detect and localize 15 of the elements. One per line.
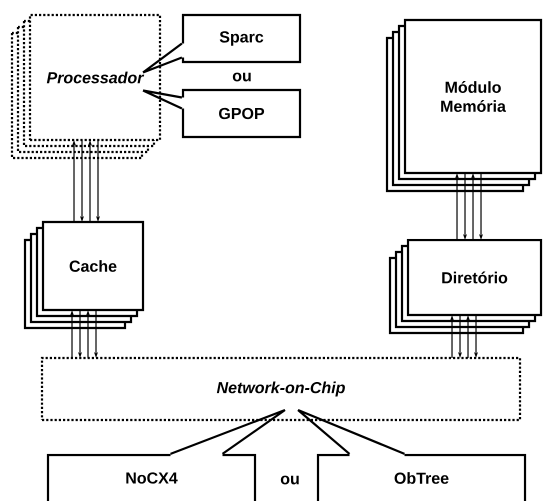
- stacked-box: Processador: [10, 14, 162, 160]
- callout-box: GPOP: [182, 88, 302, 138]
- callout-box: ObTree: [316, 454, 526, 501]
- connector-word: ou: [280, 476, 299, 484]
- dotted-box: Network-on-Chip: [40, 356, 522, 422]
- stacked-box: Cache: [24, 220, 144, 330]
- callout-box: Sparc: [182, 14, 302, 64]
- callout-box: NoCX4: [46, 454, 256, 501]
- callout-pointer: [296, 408, 406, 455]
- stacked-box: Diretório: [388, 238, 542, 334]
- stacked-box: Módulo Memória: [386, 18, 542, 192]
- callout-pointer: [169, 408, 286, 455]
- callout-pointer: [142, 42, 183, 74]
- callout-pointer: [142, 89, 183, 110]
- connector-word: ou: [232, 72, 251, 82]
